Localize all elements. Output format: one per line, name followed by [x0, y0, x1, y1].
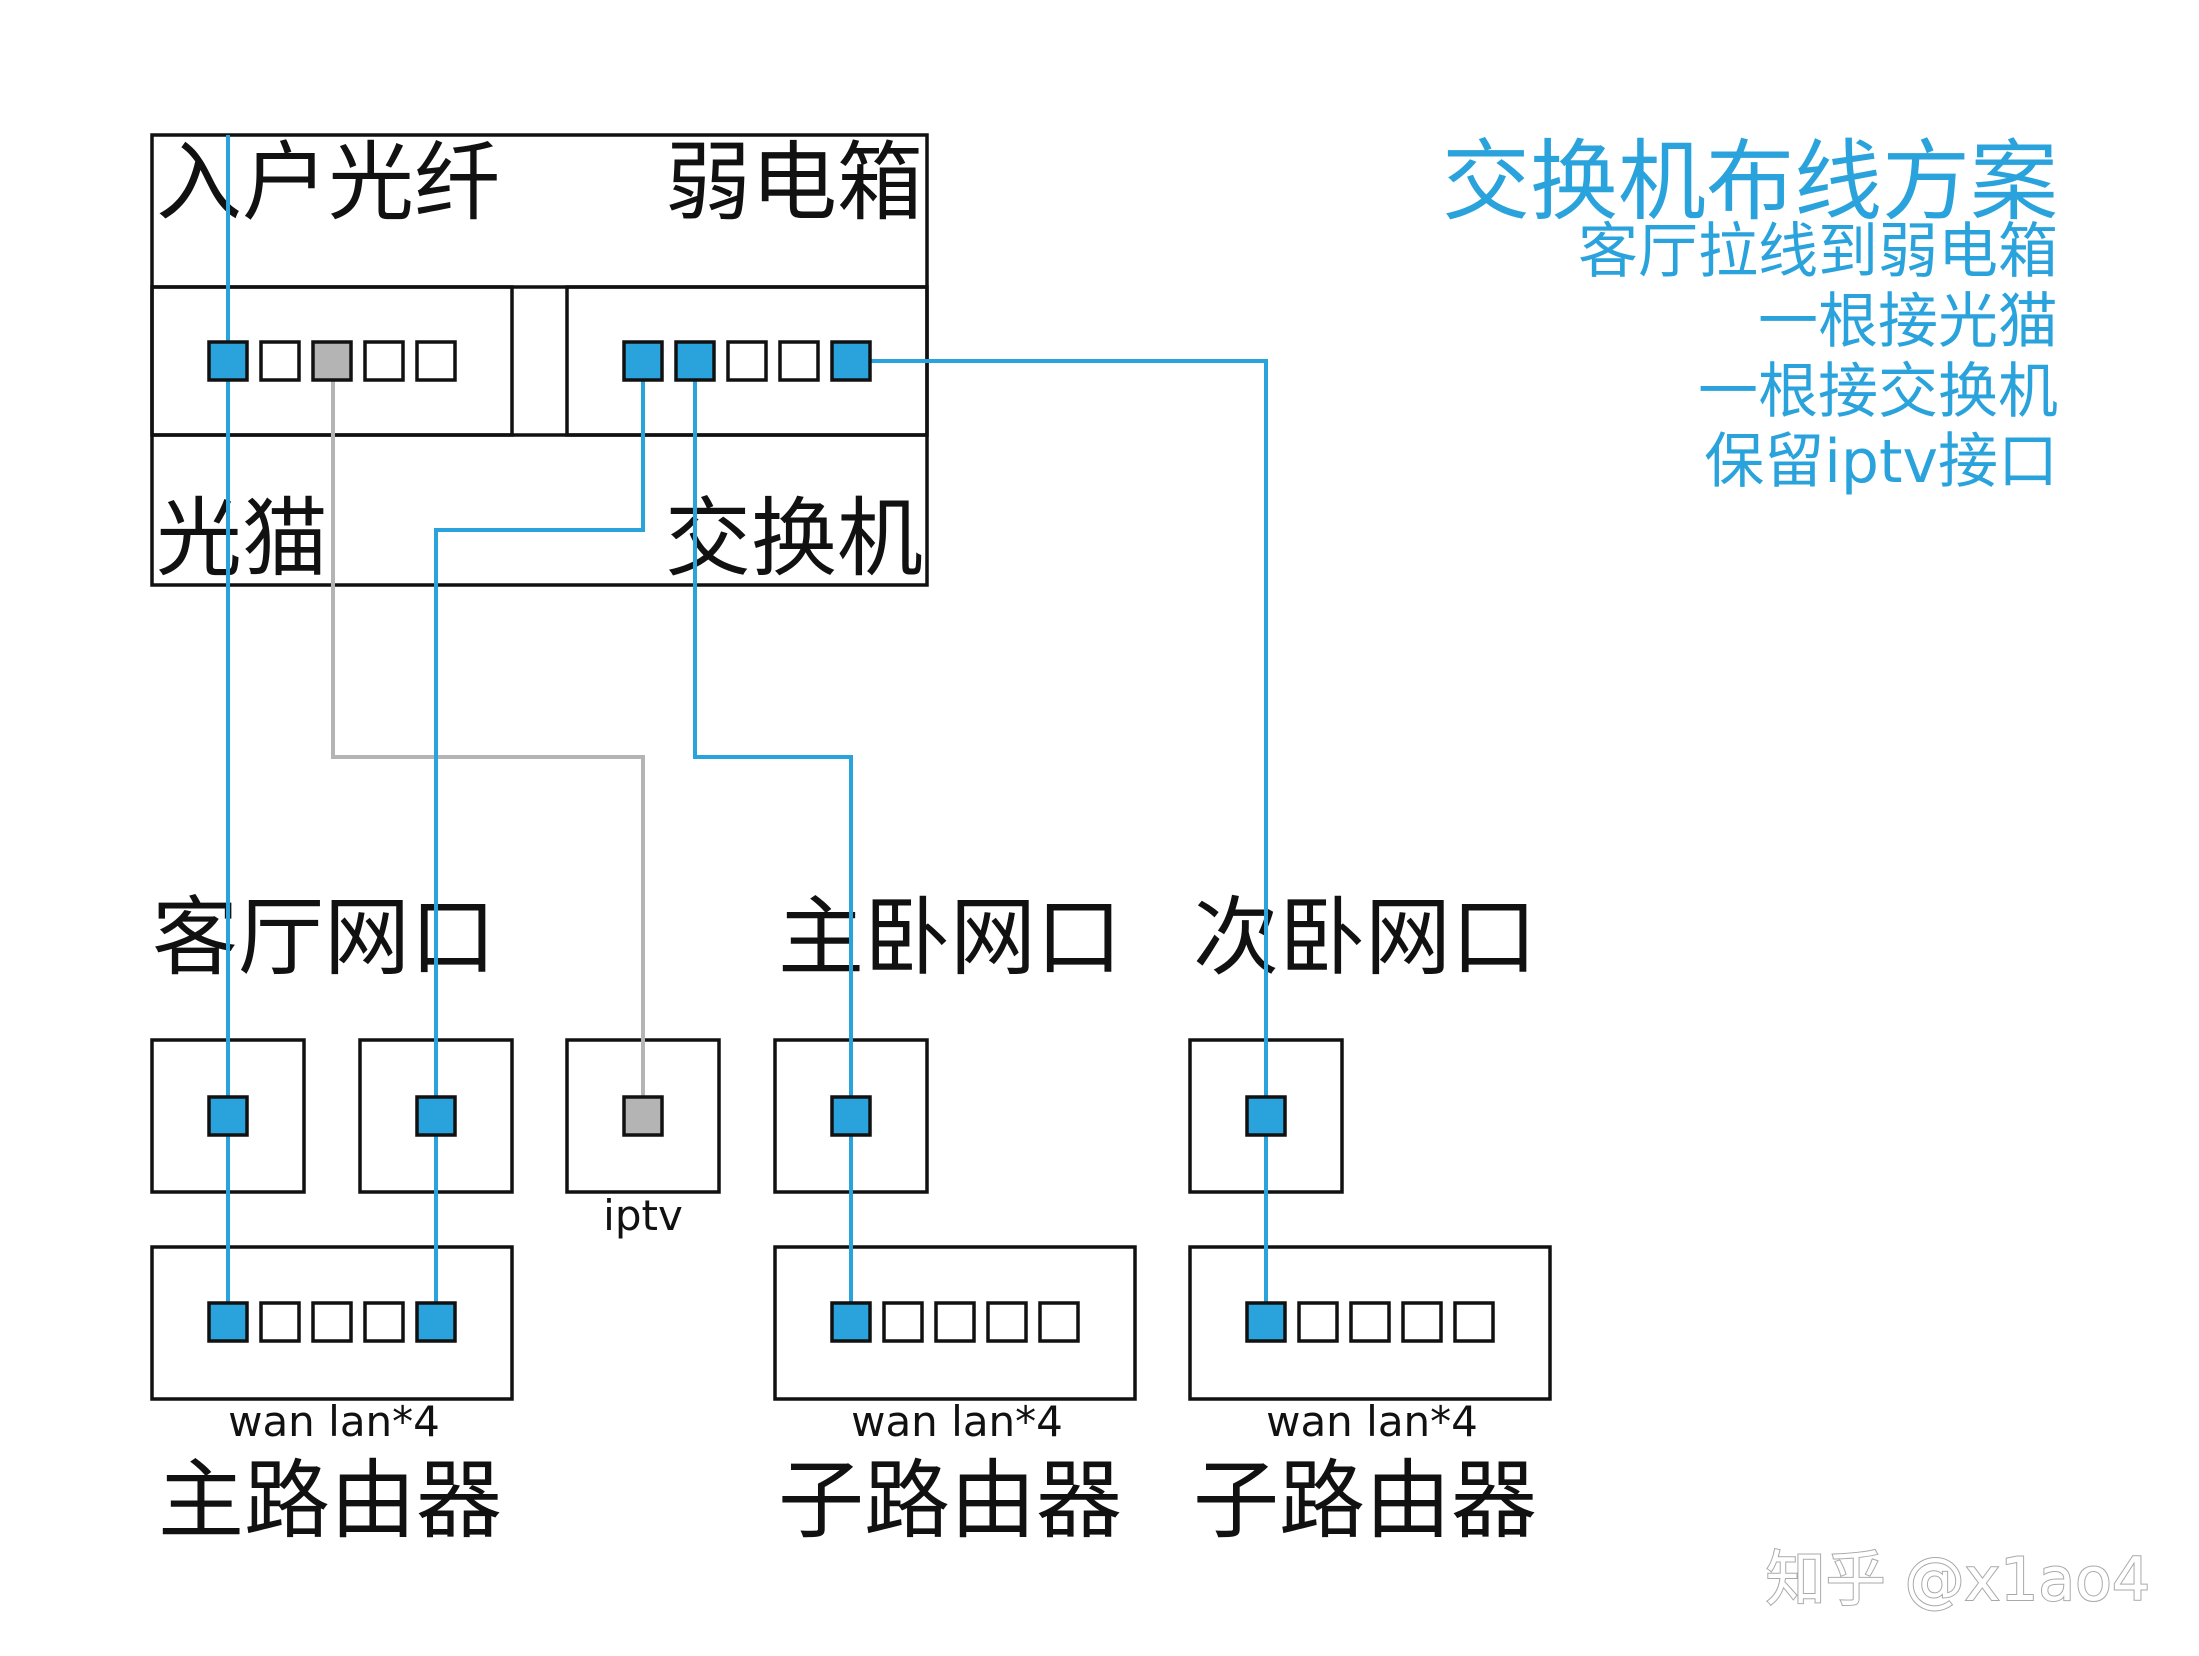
switch-to-second-cable	[851, 359, 1268, 1322]
switch-port-4	[778, 340, 820, 382]
iptv-outlet-port	[622, 1095, 664, 1137]
second-router-lan-port-3	[1401, 1301, 1443, 1343]
main-router-lan-port-1	[259, 1301, 301, 1343]
second-bedroom-port-label: 次卧网口	[1193, 888, 1537, 988]
living-room-port-label: 客厅网口	[152, 888, 496, 988]
master-router-lan-port-1	[882, 1301, 924, 1343]
master-bedroom-port-label: 主卧网口	[778, 888, 1122, 988]
watermark: 知乎 @x1ao4	[1766, 1545, 2150, 1615]
main-router-box	[150, 1245, 514, 1401]
main-router-port-caption: wan lan*4	[228, 1397, 440, 1446]
switch-port-5	[830, 340, 872, 382]
master-router-wan-port	[830, 1301, 872, 1343]
switch-to-master-cable	[693, 361, 853, 1322]
main-router-lan-port-2	[311, 1301, 353, 1343]
switch-to-living-cable	[434, 361, 645, 1322]
switch-port-3	[726, 340, 768, 382]
main-router-wan-port	[207, 1301, 249, 1343]
second-router-label: 子路由器	[1193, 1451, 1537, 1551]
modem-port-5	[415, 340, 457, 382]
modem-label: 光猫	[156, 489, 328, 589]
modem-port-2	[259, 340, 301, 382]
master-router-lan-port-4	[1038, 1301, 1080, 1343]
fiber-label: 入户光纤	[156, 133, 500, 233]
second-router-box	[1188, 1245, 1552, 1401]
main-router-lan-port-4	[415, 1301, 457, 1343]
iptv-label: iptv	[603, 1191, 683, 1240]
diagram-title: 交换机布线方案	[1442, 130, 2058, 233]
second-outlet-port	[1245, 1095, 1287, 1137]
second-router-wan-port	[1245, 1301, 1287, 1343]
iptv-cable	[331, 361, 645, 1116]
main-router-label: 主路由器	[158, 1451, 502, 1551]
second-router-lan-port-4	[1453, 1301, 1495, 1343]
main-router-lan-port-3	[363, 1301, 405, 1343]
master-router-lan-port-2	[934, 1301, 976, 1343]
modem-port-4	[363, 340, 405, 382]
switch-port-2	[674, 340, 716, 382]
routers: wan lan*4 wan lan*4 wan lan*4 主路由器 子路由器 …	[150, 1245, 1552, 1551]
wall-outlets	[150, 1038, 1344, 1194]
cables	[226, 135, 1268, 1322]
living-outlet-2-port	[415, 1095, 457, 1137]
title-line-1: 客厅拉线到弱电箱	[1578, 217, 2058, 287]
living-outlet-1-port	[207, 1095, 249, 1137]
title-block: 交换机布线方案 客厅拉线到弱电箱 一根接光猫 一根接交换机 保留iptv接口	[1442, 130, 2058, 497]
switch-label: 交换机	[665, 489, 923, 589]
switch-port-1	[622, 340, 664, 382]
master-router-lan-port-3	[986, 1301, 1028, 1343]
title-line-2: 一根接光猫	[1758, 287, 2058, 357]
second-router-lan-port-2	[1349, 1301, 1391, 1343]
title-line-3: 一根接交换机	[1698, 357, 2058, 427]
modem-port-iptv	[311, 340, 353, 382]
second-router-lan-port-1	[1297, 1301, 1339, 1343]
master-router-label: 子路由器	[778, 1451, 1122, 1551]
master-router-port-caption: wan lan*4	[851, 1397, 1063, 1446]
master-router-box	[773, 1245, 1137, 1401]
modem-port-1	[207, 340, 249, 382]
second-router-port-caption: wan lan*4	[1266, 1397, 1478, 1446]
cabinet-label: 弱电箱	[665, 133, 923, 233]
master-outlet-port	[830, 1095, 872, 1137]
title-line-4: 保留iptv接口	[1704, 427, 2058, 497]
ports	[207, 340, 1495, 1343]
